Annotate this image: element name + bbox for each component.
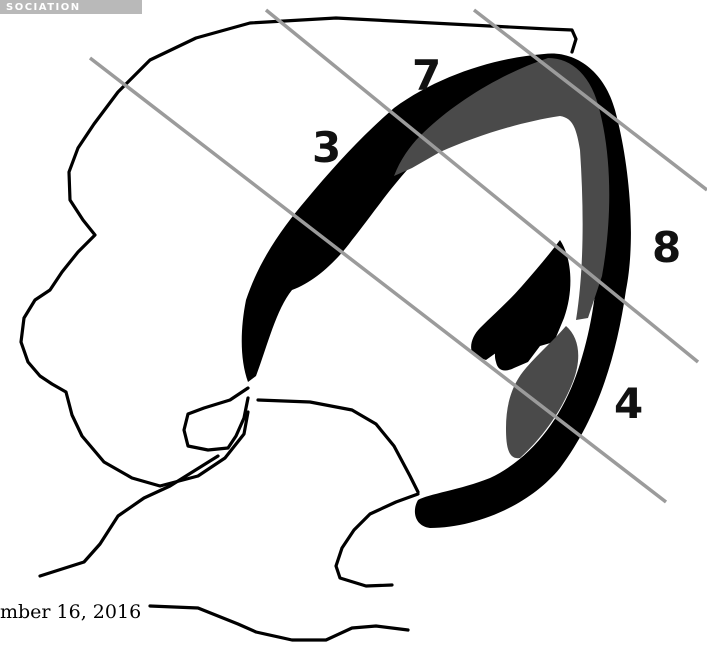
- footer-date-text: mber 16, 2016: [0, 601, 141, 623]
- lower-left-outline: [40, 456, 218, 576]
- region-label-8: 8: [652, 223, 681, 272]
- header-tab: SOCIATION: [0, 0, 142, 14]
- inner-base-outline: [258, 400, 418, 492]
- bottom-outline: [150, 606, 408, 640]
- region-label-4: 4: [614, 379, 643, 428]
- region-label-3: 3: [312, 123, 341, 172]
- header-tab-text: SOCIATION: [6, 2, 81, 13]
- region-label-7: 7: [412, 51, 441, 100]
- lower-curve-outline: [336, 494, 418, 586]
